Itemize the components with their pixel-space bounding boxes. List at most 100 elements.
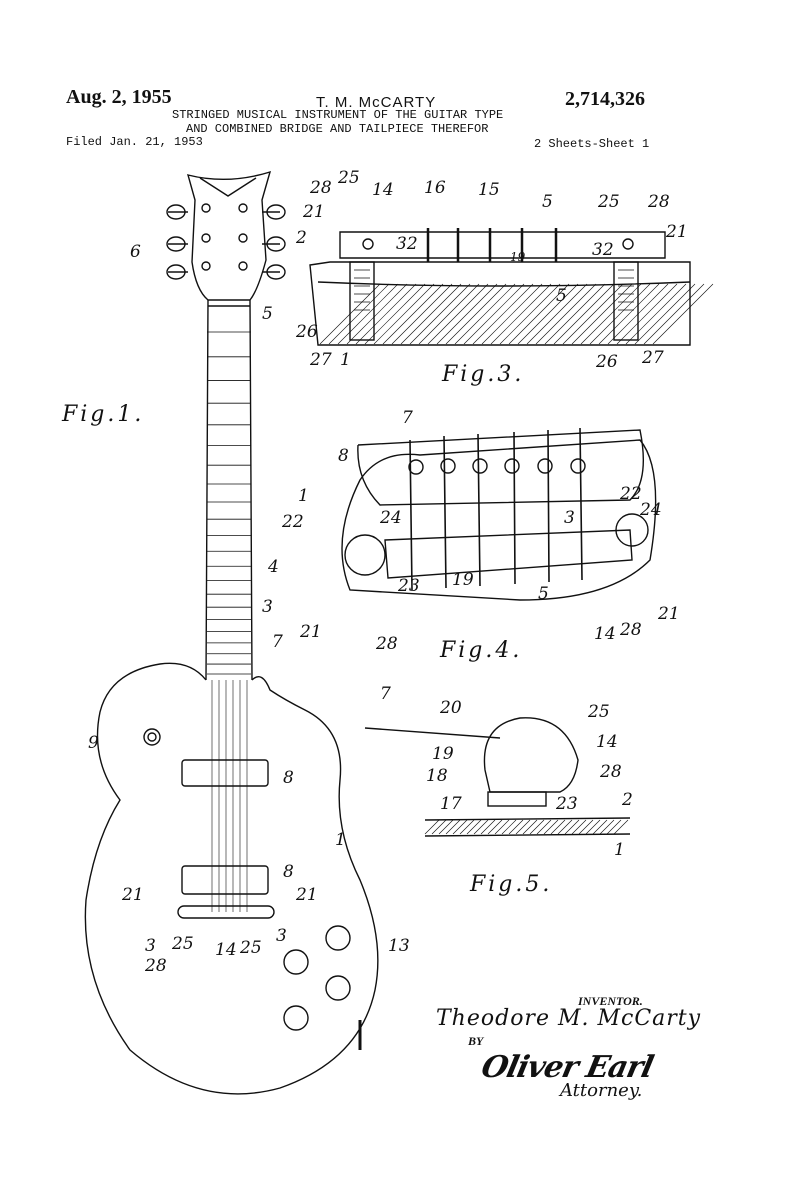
title-line-2: AND COMBINED BRIDGE AND TAILPIECE THEREF… bbox=[186, 122, 489, 136]
ref-label: 20 bbox=[440, 698, 462, 718]
ref-label: 1 bbox=[614, 840, 625, 860]
ref-label: 13 bbox=[388, 936, 410, 956]
hatch-line bbox=[634, 283, 696, 345]
hatch-line bbox=[536, 819, 552, 835]
hatch-line bbox=[445, 819, 461, 835]
ref-label: 24 bbox=[640, 500, 662, 520]
hatch-line bbox=[337, 283, 399, 345]
hatch-line bbox=[580, 283, 642, 345]
ref-label: 21 bbox=[300, 622, 322, 642]
hatch-line bbox=[494, 819, 510, 835]
hatch-line bbox=[607, 283, 669, 345]
hatch-line bbox=[472, 283, 534, 345]
hatch-line bbox=[517, 283, 579, 345]
ref-label: 26 bbox=[596, 352, 618, 372]
hatch-line bbox=[643, 283, 705, 345]
fig5-bridge-cross-section bbox=[364, 717, 631, 837]
ref-label: 22 bbox=[620, 484, 642, 504]
ref-label: 5 bbox=[262, 304, 273, 324]
ref-label: 7 bbox=[380, 684, 391, 704]
hatch-line bbox=[373, 283, 435, 345]
ref-label: 32 bbox=[592, 240, 614, 260]
hatch-line bbox=[526, 283, 588, 345]
hatch-line bbox=[319, 283, 381, 345]
ref-label: 27 bbox=[310, 350, 332, 370]
hatch-line bbox=[571, 819, 587, 835]
ref-label: 3 bbox=[564, 508, 575, 528]
filed-date: Filed Jan. 21, 1953 bbox=[66, 135, 203, 149]
ref-label: 14 bbox=[594, 624, 616, 644]
hatch-line bbox=[550, 819, 566, 835]
inventor-header: T. M. McCARTY bbox=[316, 94, 437, 111]
by-label: BY bbox=[468, 1034, 484, 1048]
patent-date: Aug. 2, 1955 bbox=[66, 86, 172, 108]
inventor-signature: Theodore M. McCarty bbox=[436, 1006, 702, 1031]
fig1-label: Fig.1. bbox=[62, 402, 145, 427]
ref-label: 2 bbox=[622, 790, 633, 810]
hatch-line bbox=[499, 283, 561, 345]
ref-label: 1 bbox=[298, 486, 309, 506]
hatch-line bbox=[431, 819, 447, 835]
hatch-line bbox=[652, 283, 714, 345]
hatch-line bbox=[409, 283, 471, 345]
ref-label: 7 bbox=[402, 408, 413, 428]
ref-label: 21 bbox=[666, 222, 688, 242]
hatch-line bbox=[585, 819, 601, 835]
hatch-line bbox=[529, 819, 545, 835]
inventor-label: INVENTOR. bbox=[578, 994, 643, 1008]
hatch-line bbox=[508, 283, 570, 345]
hatch-line bbox=[535, 283, 597, 345]
hatch-line bbox=[625, 283, 687, 345]
hatch-line bbox=[427, 283, 489, 345]
fig4-label: Fig.4. bbox=[440, 638, 523, 663]
fig3-bridge-section bbox=[309, 228, 714, 346]
ref-label: 15 bbox=[478, 180, 500, 200]
hatch-line bbox=[564, 819, 580, 835]
hatch-line bbox=[616, 283, 678, 345]
hatch-line bbox=[544, 283, 606, 345]
hatch-line bbox=[346, 283, 408, 345]
ref-label: 19 bbox=[432, 744, 454, 764]
ref-label: 21 bbox=[122, 885, 144, 905]
hatch-line bbox=[400, 283, 462, 345]
hatch-line bbox=[424, 819, 440, 835]
hatch-line bbox=[452, 819, 468, 835]
hatch-line bbox=[436, 283, 498, 345]
ref-label: 7 bbox=[272, 632, 283, 652]
hatch-line bbox=[473, 819, 489, 835]
hatch-line bbox=[598, 283, 660, 345]
ref-label: 5 bbox=[538, 584, 549, 604]
hatch-line bbox=[592, 819, 608, 835]
ref-label: 25 bbox=[172, 934, 194, 954]
ref-label: 8 bbox=[283, 862, 294, 882]
ref-label: 5 bbox=[556, 286, 567, 306]
ref-label: 14 bbox=[596, 732, 618, 752]
ref-label: 22 bbox=[282, 512, 304, 532]
ref-label: 26 bbox=[296, 322, 318, 342]
ref-label: 17 bbox=[440, 794, 462, 814]
ref-label: 28 bbox=[620, 620, 642, 640]
hatch-line bbox=[589, 283, 651, 345]
ref-label: 14 bbox=[215, 940, 237, 960]
fig4-bridge-perspective bbox=[341, 427, 657, 601]
hatch-line bbox=[418, 283, 480, 345]
sheet-count: 2 Sheets-Sheet 1 bbox=[534, 137, 650, 151]
hatch-line bbox=[578, 819, 594, 835]
hatch-line bbox=[328, 283, 390, 345]
ref-label: 8 bbox=[283, 768, 294, 788]
hatch-line bbox=[515, 819, 531, 835]
ref-label: 16 bbox=[424, 178, 446, 198]
ref-label: 28 bbox=[376, 634, 398, 654]
ref-label: 27 bbox=[642, 348, 664, 368]
ref-label: 23 bbox=[556, 794, 578, 814]
fig3-label: Fig.3. bbox=[442, 362, 525, 387]
attorney-label: Attorney. bbox=[560, 1080, 643, 1101]
ref-label: 9 bbox=[88, 733, 99, 753]
ref-label: 2 bbox=[296, 228, 307, 248]
hatch-line bbox=[543, 819, 559, 835]
ref-label: 18 bbox=[426, 766, 448, 786]
hatch-line bbox=[562, 283, 624, 345]
hatch-line bbox=[599, 819, 615, 835]
ref-label: 21 bbox=[303, 202, 325, 222]
